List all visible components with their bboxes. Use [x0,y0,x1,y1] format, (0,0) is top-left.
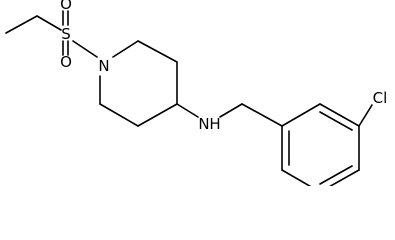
oxygen-lower-label: O [60,53,72,71]
ring-nitrogen-label: N [98,57,109,75]
bond-ch2-aryl [241,103,283,127]
bond-benzene-c2-c3 [319,103,360,127]
bond-c4-nh [176,103,199,118]
molecule-structure: S O O N N H Cl [5,0,388,186]
bond-ring-c2-c3 [137,40,178,63]
amine-nitrogen-label: N [198,115,209,133]
bond-nh-ch2 [219,103,243,118]
sulfur-label: S [61,25,71,43]
chlorine-label: Cl [373,89,388,107]
bond-benzene-inner-b [319,111,353,131]
bond-ring-n-c2 [112,40,139,58]
oxygen-upper-label: O [60,0,72,13]
bond-benzene-c1-c2 [281,103,321,127]
bond-ethyl-ch3-ch2 [5,15,38,34]
bond-benzene-c4-c5 [329,169,360,186]
bond-benzene-c5-c6 [281,169,312,186]
bond-benzene-inner-c [319,165,353,185]
bond-c-cl [358,104,373,127]
bond-ring-c4-c5 [137,103,178,127]
bond-ring-c5-c6 [99,103,139,127]
bond-ethyl-ch2-s [36,15,62,31]
amine-hydrogen-label: H [209,115,220,133]
bond-s-n [72,40,98,58]
